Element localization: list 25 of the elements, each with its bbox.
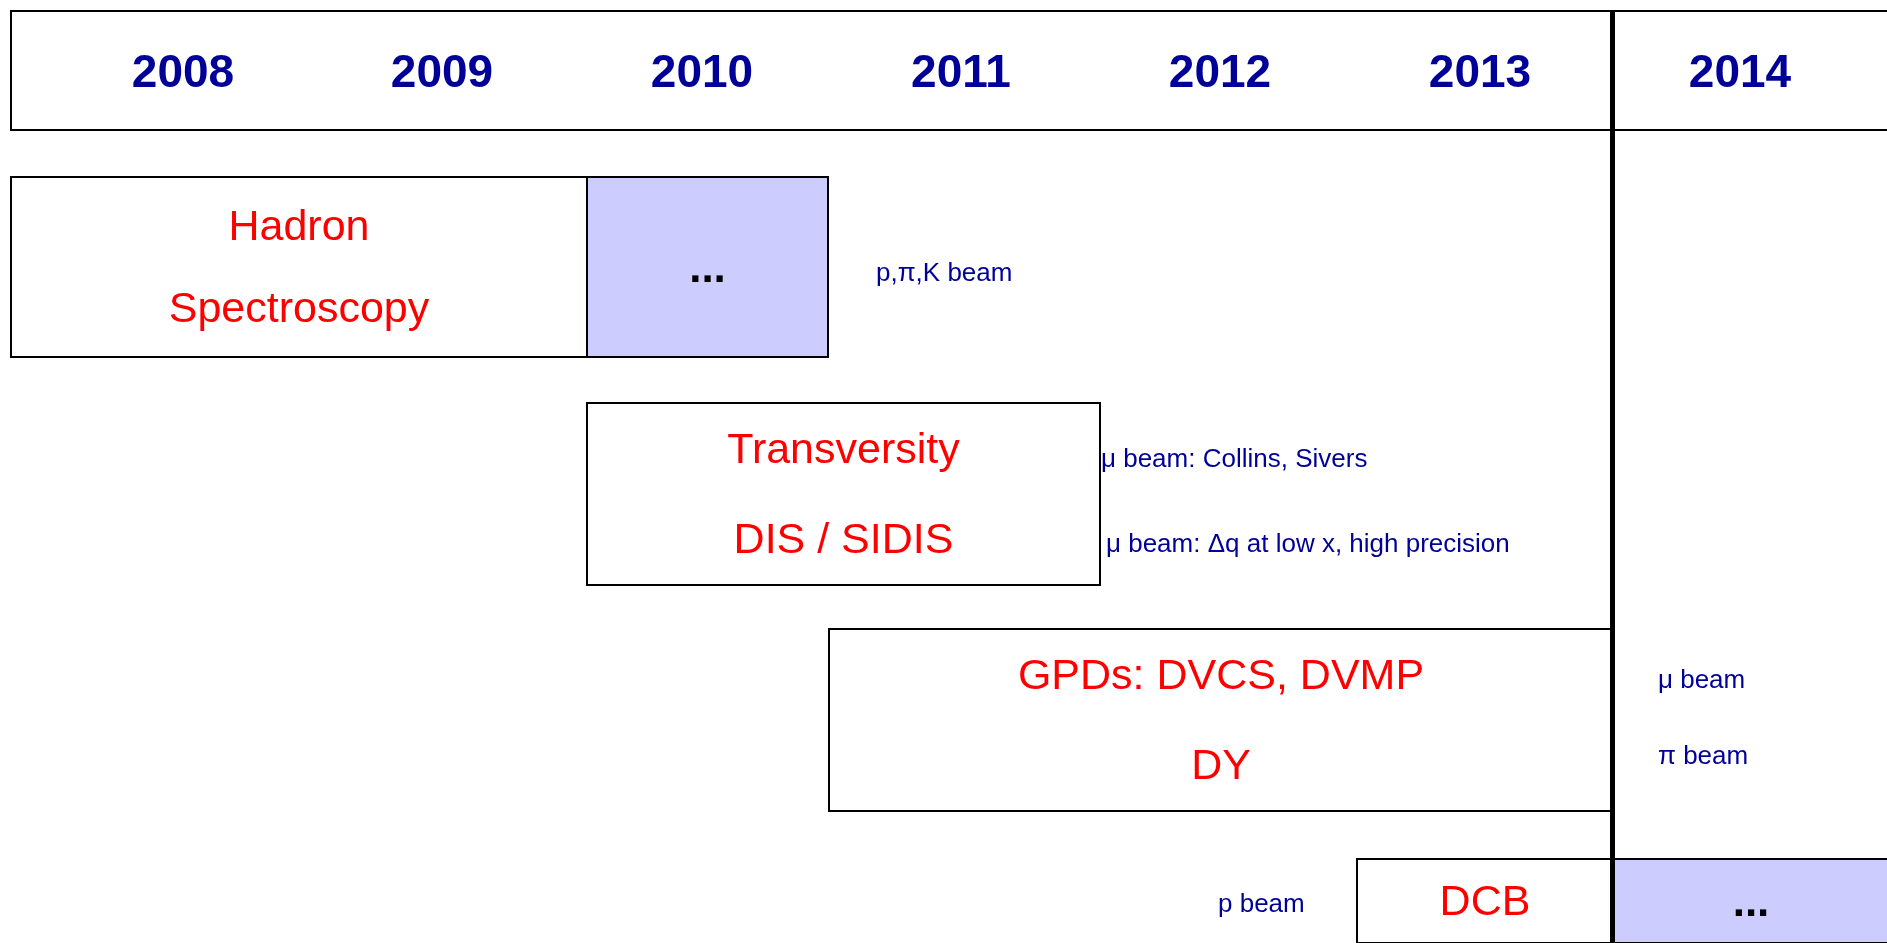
beam-note: π beam: [1658, 740, 1749, 771]
phase-title: Transversity: [727, 425, 960, 473]
year-label: 2009: [390, 44, 494, 98]
phase-title: Hadron Spectroscopy: [167, 200, 431, 333]
phase-title: DIS / SIDIS: [733, 515, 954, 563]
beam-note: μ beam: Collins, Sivers: [1101, 443, 1368, 474]
year-label: 2014: [1688, 44, 1792, 98]
beam-note: p,π,K beam: [876, 257, 1013, 288]
phase-title: GPDs: DVCS, DVMP: [1017, 651, 1425, 699]
phase-title: DCB: [1439, 877, 1531, 925]
beam-note: μ beam: [1658, 664, 1746, 695]
phase-title: DY: [1191, 741, 1251, 789]
year-label: 2012: [1168, 44, 1272, 98]
header-bar: [10, 10, 1887, 131]
phase-box: [586, 176, 829, 358]
ellipsis-text: ...: [1732, 876, 1770, 926]
phase-box: [586, 402, 1101, 586]
year-label: 2010: [650, 44, 754, 98]
beam-note: p beam: [1218, 888, 1305, 919]
year-label: 2013: [1428, 44, 1532, 98]
ellipsis-text: ...: [689, 242, 726, 292]
year-label: 2011: [911, 44, 1011, 98]
year-label: 2008: [131, 44, 235, 98]
beam-note: μ beam: Δq at low x, high precision: [1106, 528, 1510, 559]
phase-box: [1613, 858, 1887, 943]
